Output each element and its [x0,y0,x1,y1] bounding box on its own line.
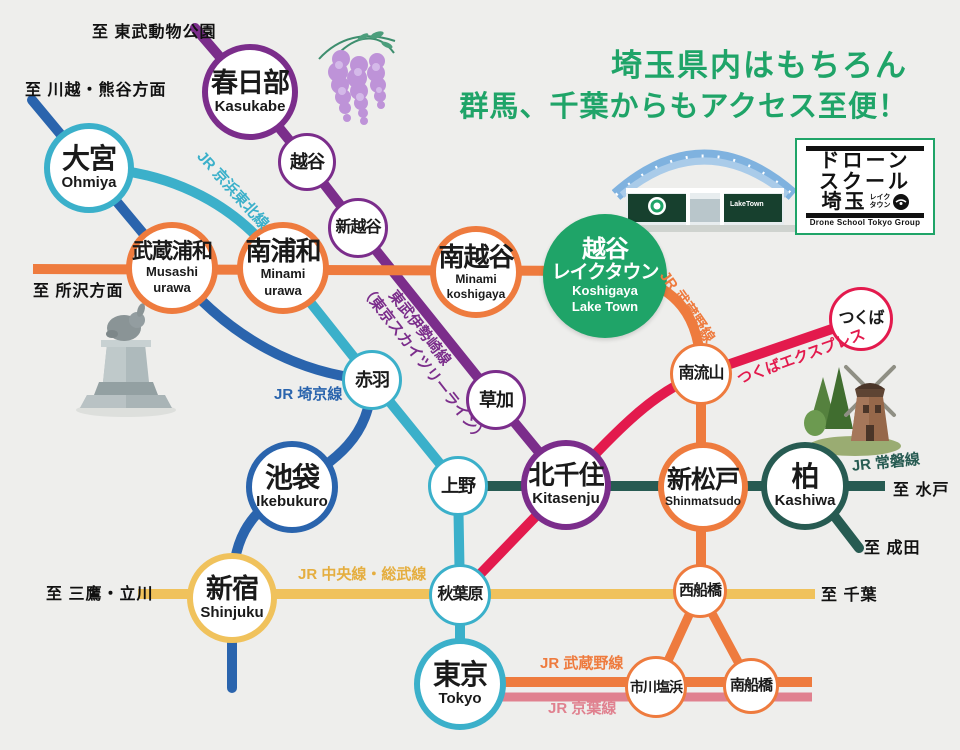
station-name-kanji: 秋葉原 [437,585,483,603]
logo-bottom-bar [806,212,924,218]
logo-top-bar [806,146,924,151]
edge-label-to-tobu-dobutsu-koen: 至 東武動物公園 [92,24,217,41]
headline-line2: 群馬、千葉からもアクセス至便！ [459,91,908,124]
station-name-kanji: 草加 [479,389,514,410]
line-label-chuo-sobu: JR 中央線・総武線 [298,566,427,583]
station-name-kanji: 市川塩浜 [630,678,683,695]
station-koshigaya: 越谷 [278,133,336,191]
station-name-romaji: Shinjuku [200,603,264,621]
station-name-kanji: 池袋 [264,462,320,494]
windmill-icon [804,365,901,456]
station-name-kanji: 南越谷 [438,241,514,272]
station-name-kanji: 赤羽 [355,369,390,390]
station-soka: 草加 [466,370,526,430]
station-name-romaji: Shinmatsudo [664,493,741,508]
edge-label-to-chiba: 至 千葉 [821,587,878,604]
station-name-romaji: Kitasenju [532,490,600,508]
station-shin-koshigaya: 新越谷 [328,198,388,258]
line-label-saikyo: JR 埼京線 [274,386,343,403]
edge-label-to-tokorozawa: 至 所沢方面 [33,283,124,300]
headline: 埼玉県内はもちろん 群馬、千葉からもアクセス至便！ [459,44,908,128]
logo-saitama-row: 埼玉 レイク タウン [822,192,909,212]
station-name-romaji: Kasukabe [214,97,286,115]
station-name-kanji: 越谷 [290,151,325,172]
station-name-kanji: つくば [838,309,884,327]
station-nishi-funabashi: 西船橋 [673,564,727,618]
station-name-kanji: 北千住 [528,460,604,491]
station-name-kanji: 春日部 [211,67,290,98]
headline-line1: 埼玉県内はもちろん [611,48,908,83]
logo-text-drone: ドローン [819,150,911,173]
station-name-kanji: 西船橋 [678,582,722,600]
station-name-kanji: 東京 [432,659,488,691]
wisteria-flowers-icon [318,31,396,125]
station-tsukuba: つくば [829,287,893,351]
station-name-kanji: 新松戸 [666,465,740,494]
station-name-romaji: Kashiwa [774,492,836,510]
logo-text-school: スクール [819,170,911,193]
station-name-kanji: 南浦和 [245,236,321,267]
drone-school-logo: ドローン スクール 埼玉 レイク タウン Drone School Tokyo … [795,138,935,235]
drone-icon [892,194,909,211]
rail-line-jr-saikyo [27,95,377,693]
station-name-kanji: 新宿 [206,573,259,604]
edge-label-to-mito: 至 水戸 [893,482,950,499]
station-akihabara: 秋葉原 [429,564,491,626]
stone-statue-icon [76,303,176,417]
logo-footer-text: Drone School Tokyo Group [809,217,921,227]
edge-label-to-mitaka-tachikawa: 至 三鷹・立川 [46,586,154,603]
station-ueno: 上野 [428,456,488,516]
edge-label-to-kawagoe-kumagaya: 至 川越・熊谷方面 [25,82,167,99]
station-minami-funabashi: 南船橋 [723,658,779,714]
station-name-kanji: 武蔵浦和 [132,240,213,264]
station-name-kanji: 柏 [791,461,819,493]
station-name-kanji: 新越谷 [335,218,381,236]
station-name-kanji: 南流山 [678,364,724,382]
station-minami-nagareyama: 南流山 [670,343,732,405]
station-name-kanji: 南船橋 [729,677,773,695]
rail-line-jr-joban-narita [827,508,864,553]
building-sign-text: LakeTown [730,201,764,208]
station-ichikawa-shiohama: 市川塩浜 [625,656,687,718]
edge-label-to-narita: 至 成田 [864,540,921,557]
laketown-building-photo: LakeTown [612,149,797,232]
station-name-kanji: 上野 [441,475,476,496]
station-name-romaji: Ikebukuro [256,493,328,511]
logo-text-laketown: レイク タウン [869,194,891,210]
logo-text-saitama: 埼玉 [821,191,868,214]
line-label-keiyo: JR 京葉線 [548,700,617,717]
station-akabane: 赤羽 [342,350,402,410]
station-name-romaji: Tokyo [438,690,482,708]
station-name-kanji: レイクタウン [551,261,660,283]
station-name-kanji: 越谷 [582,235,629,263]
line-label-musashino-lower: JR 武蔵野線 [540,655,624,672]
station-name-romaji: Ohmiya [61,174,117,192]
station-name-kanji: 大宮 [61,143,117,175]
